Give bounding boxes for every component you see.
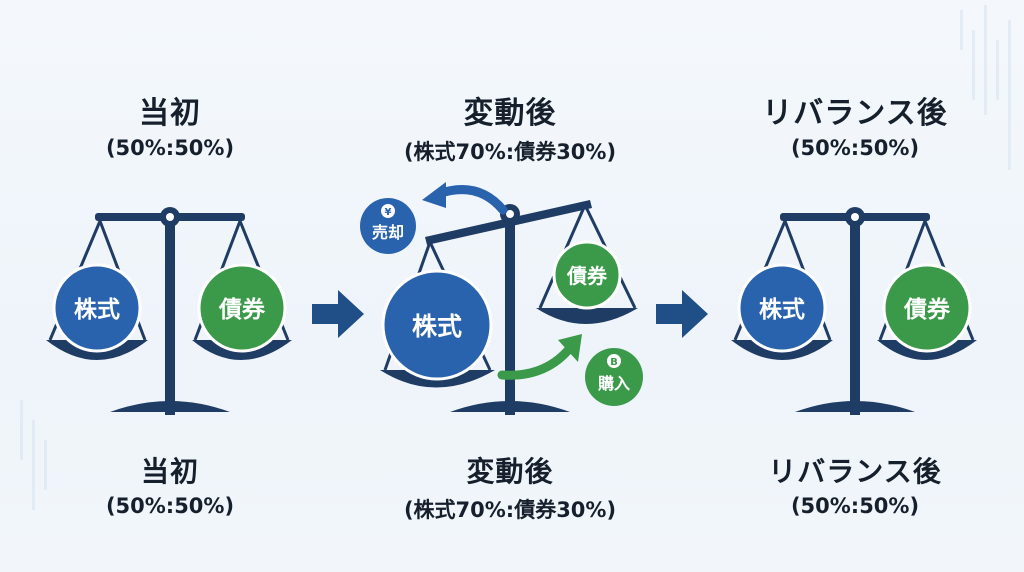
- caption-ratio: (株式70%:債券30%): [403, 498, 617, 522]
- panel-title: リバランス後: [762, 96, 948, 131]
- stock-weight-large: [381, 269, 493, 381]
- caption-title: 当初: [140, 455, 199, 488]
- panel-after-change: 変動後 (株式70%:債券30%) 株式 債券 ¥ 売却: [360, 0, 643, 572]
- sell-label: 売却: [372, 223, 404, 242]
- caption-ratio: (50%:50%): [105, 494, 235, 518]
- caption-title: 変動後: [466, 455, 554, 488]
- caption-after-change: 変動後 (株式70%:債券30%): [380, 0, 640, 572]
- panel-rebalanced: リバランス後 (50%:50%) 株式 債券: [725, 0, 985, 572]
- sell-badge: ¥ 売却: [360, 198, 416, 254]
- caption-initial: 当初 (50%:50%): [40, 0, 300, 572]
- bond-label: 債券: [218, 296, 266, 323]
- caption-ratio: (50%:50%): [790, 494, 920, 518]
- sell-arrow-icon: [422, 182, 508, 215]
- panel-initial: 当初 (50%:50%) 株式 債券: [40, 0, 300, 572]
- stock-label: 株式: [74, 297, 120, 323]
- stock-label: 株式: [759, 297, 805, 323]
- caption-title: リバランス後: [768, 455, 942, 488]
- panel-ratio: (株式70%:債券30%): [403, 140, 617, 164]
- bond-weight: [197, 263, 287, 353]
- right-arrow-icon: [312, 290, 364, 338]
- panel-title: 変動後: [463, 96, 557, 131]
- balance-scale-level: 株式 債券: [46, 207, 292, 415]
- buy-arrow-icon: [497, 334, 582, 380]
- buy-badge: B 購入: [585, 348, 643, 406]
- yen-icon: ¥: [385, 207, 392, 218]
- stock-weight: [737, 263, 827, 353]
- balance-scale-tilted: 株式 債券: [380, 200, 638, 415]
- bond-weight: [882, 263, 972, 353]
- panel-ratio: (50%:50%): [105, 136, 235, 160]
- bond-icon: B: [610, 357, 618, 368]
- bond-weight-small: [552, 240, 622, 310]
- balance-scale-level: 株式 債券: [731, 207, 977, 415]
- buy-label: 購入: [597, 374, 630, 393]
- stock-weight: [52, 263, 142, 353]
- stock-label: 株式: [412, 312, 462, 341]
- right-arrow-icon: [656, 290, 708, 338]
- bond-label: 債券: [903, 296, 951, 323]
- panel-ratio: (50%:50%): [790, 136, 920, 160]
- bond-label: 債券: [566, 264, 608, 288]
- panel-title: 当初: [139, 96, 201, 131]
- caption-rebalanced: リバランス後 (50%:50%): [725, 0, 985, 572]
